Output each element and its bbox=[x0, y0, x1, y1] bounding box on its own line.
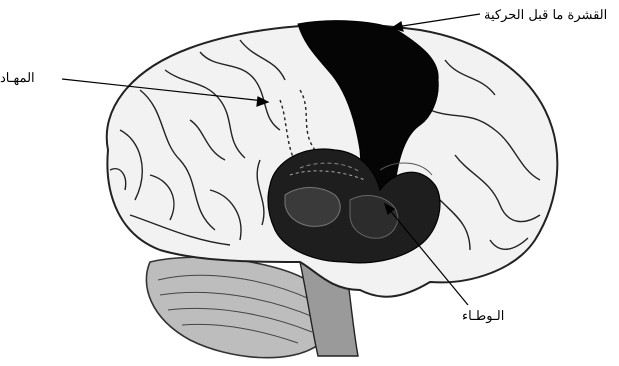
premotor-cortex-label: القشرة ما قبل الحركية bbox=[484, 8, 607, 24]
hypothalamus-label: الـوطـاء bbox=[462, 309, 504, 325]
premotor-pointer bbox=[396, 14, 480, 27]
thalamus-label: المهـاد bbox=[0, 71, 35, 87]
cerebellum bbox=[146, 257, 328, 358]
